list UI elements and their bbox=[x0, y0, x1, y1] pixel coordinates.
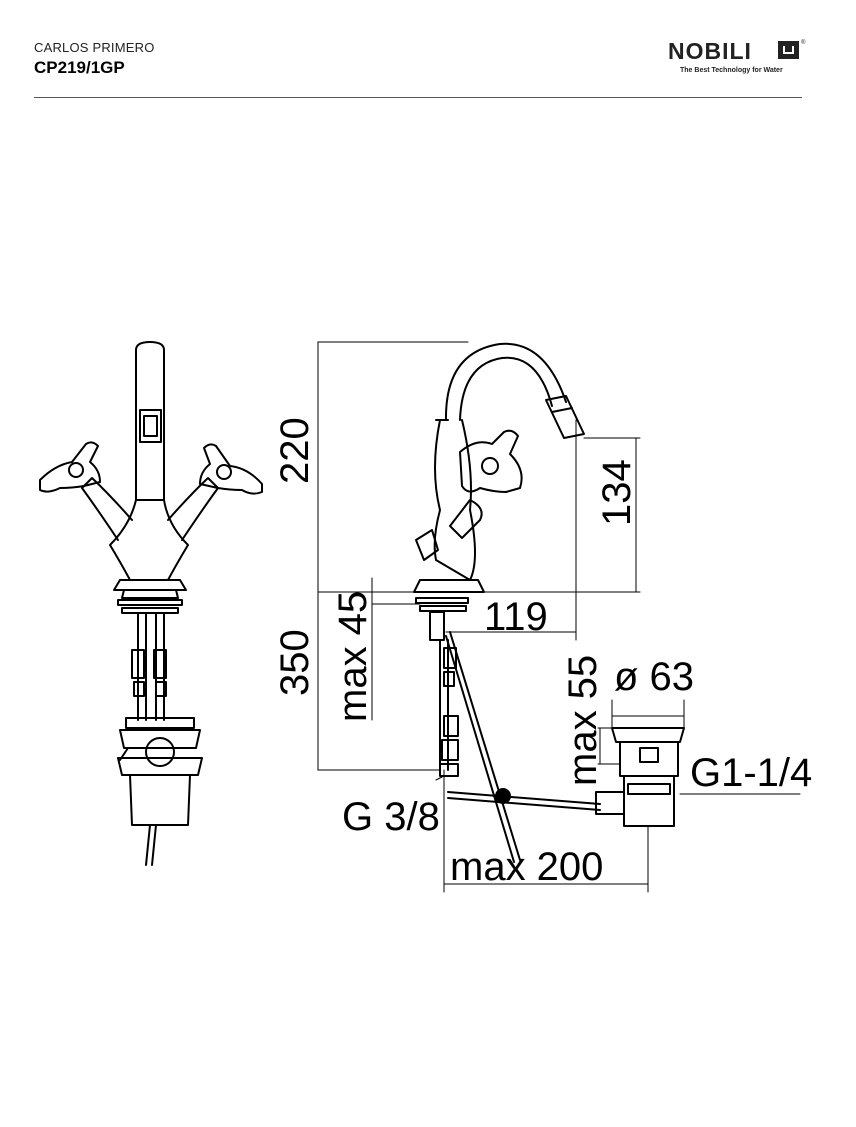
dimension-lines bbox=[317, 341, 801, 893]
registered-mark: ® bbox=[801, 40, 806, 46]
dim-134: 134 bbox=[595, 459, 639, 526]
dim-max-45: max 45 bbox=[331, 591, 375, 722]
logo-wordmark: NOBILI bbox=[668, 38, 752, 64]
header-divider bbox=[34, 97, 802, 98]
product-code: CP219/1GP bbox=[34, 58, 125, 77]
logo-symbol-icon bbox=[778, 41, 799, 59]
front-view bbox=[39, 341, 263, 866]
dim-350: 350 bbox=[273, 629, 317, 696]
dim-diameter-63: ø 63 bbox=[614, 655, 694, 699]
dim-g-3-8: G 3/8 bbox=[342, 795, 440, 839]
dim-max-55: max 55 bbox=[561, 655, 605, 786]
dim-220: 220 bbox=[273, 417, 317, 484]
side-view bbox=[413, 342, 685, 863]
dim-max-200: max 200 bbox=[450, 845, 603, 889]
logo-tagline: The Best Technology for Water bbox=[680, 67, 783, 74]
brand-logo: NOBILI ® The Best Technology for Water bbox=[668, 38, 808, 82]
dim-119: 119 bbox=[484, 595, 548, 639]
product-series: CARLOS PRIMERO bbox=[34, 40, 155, 55]
dim-g1-1-4: G1-1/4 bbox=[690, 751, 812, 795]
